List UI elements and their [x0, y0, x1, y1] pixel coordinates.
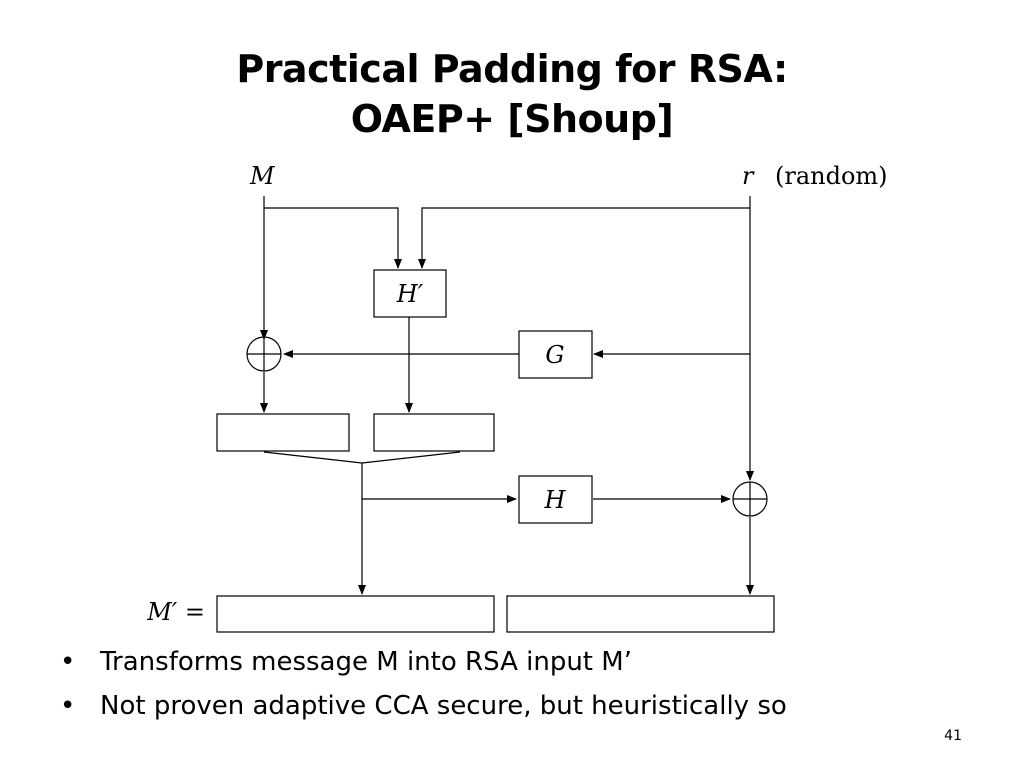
bullet-dot: • — [60, 647, 76, 677]
title-line-2: OAEP+ [Shoup] — [350, 97, 674, 141]
slide-title: Practical Padding for RSA: OAEP+ [Shoup] — [0, 44, 1024, 144]
bullet-item: • Transforms message M into RSA input M’ — [58, 642, 787, 686]
bullet-text: Transforms message M into RSA input M’ — [100, 647, 632, 677]
r-to-hprime-arrow — [418, 207, 750, 269]
input-r-label: r — [742, 162, 755, 190]
output-box-right — [506, 595, 775, 633]
bullet-list: • Transforms message M into RSA input M’… — [58, 642, 787, 730]
g-label: G — [545, 341, 564, 369]
input-m-label: M — [249, 162, 276, 190]
bullet-text: Not proven adaptive CCA secure, but heur… — [100, 691, 787, 721]
bullet-dot: • — [60, 691, 76, 721]
g-box — [518, 330, 593, 379]
hprime-box — [373, 269, 447, 318]
page-number: 41 — [944, 728, 962, 744]
h-label: H — [544, 486, 567, 514]
merge-line-left — [263, 451, 363, 464]
output-box-left — [216, 595, 495, 633]
h-box — [518, 475, 593, 524]
m-to-hprime-arrow — [264, 207, 402, 269]
random-note-label: (random) — [775, 162, 888, 190]
bullet-item: • Not proven adaptive CCA secure, but he… — [58, 686, 787, 730]
hprime-label: H′ — [396, 280, 424, 308]
merge-line-right — [361, 451, 461, 464]
intermediate-box-b — [373, 413, 495, 452]
title-line-1: Practical Padding for RSA: — [236, 47, 788, 91]
intermediate-box-a — [216, 413, 350, 452]
output-label: M′ = — [146, 598, 205, 626]
